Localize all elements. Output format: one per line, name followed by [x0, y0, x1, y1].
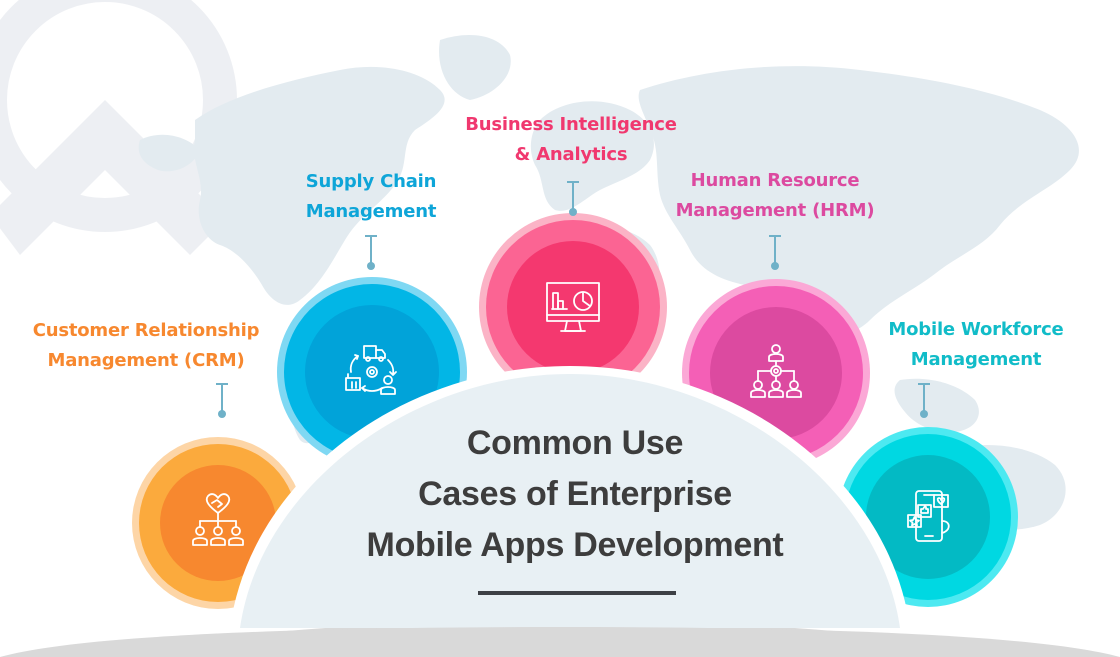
- crm-connector-icon: [216, 383, 228, 418]
- title-line-3: Mobile Apps Development: [366, 526, 784, 564]
- supply-chain-label: Supply Chain Management: [305, 171, 437, 222]
- supply-chain-connector-icon: [365, 235, 377, 270]
- mobile-workforce-connector-icon: [918, 383, 930, 418]
- title-line-2: Cases of Enterprise: [418, 475, 732, 513]
- title-line-1: Common Use: [466, 424, 684, 462]
- business-intelligence-connector-icon: [567, 181, 579, 216]
- supply-cycle-icon: [345, 345, 397, 395]
- title-underline: [478, 591, 676, 595]
- human-resource-label: Human Resource Management (HRM): [675, 170, 875, 221]
- analytics-monitor-icon: [546, 282, 600, 332]
- org-chart-icon: [750, 344, 802, 398]
- central-dome: [230, 366, 910, 628]
- human-resource-connector-icon: [769, 235, 781, 270]
- crm-label: Customer Relationship Management (CRM): [32, 320, 260, 371]
- business-intelligence-label: Business Intelligence & Analytics: [465, 114, 677, 165]
- mobile-social-icon: [907, 490, 950, 542]
- watermark-logo-icon: [0, 0, 237, 255]
- mobile-workforce-label: Mobile Workforce Management: [888, 319, 1064, 370]
- page-title: Common Use Cases of Enterprise Mobile Ap…: [340, 418, 810, 571]
- handshake-team-icon: [192, 493, 244, 546]
- ground-band: [0, 627, 1120, 657]
